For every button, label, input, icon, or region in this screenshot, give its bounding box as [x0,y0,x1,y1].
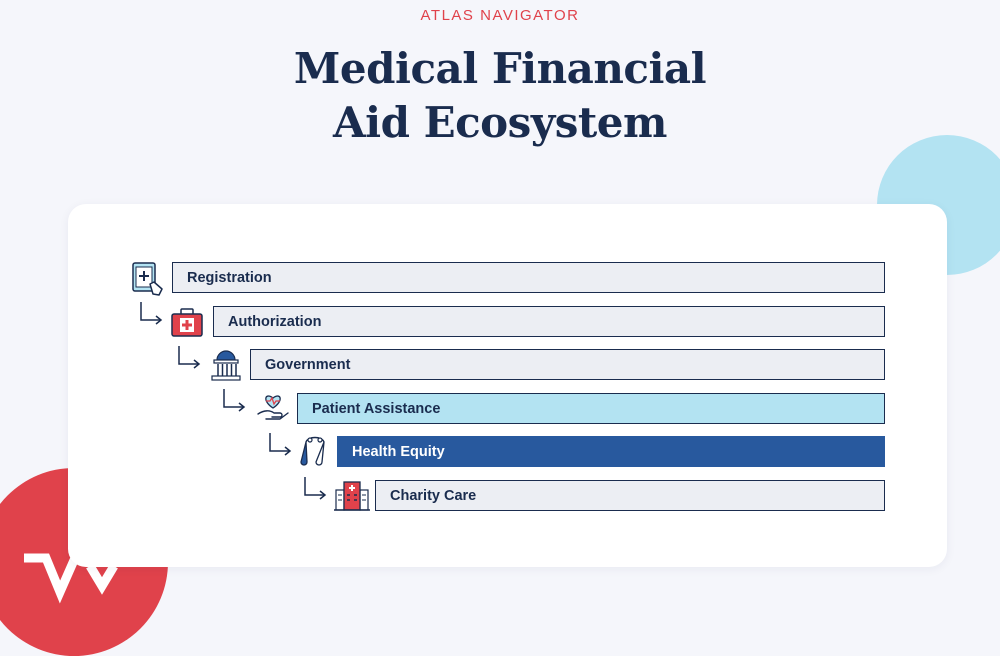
page-title: Medical Financial Aid Ecosystem [0,42,1000,150]
stethoscope-icon [300,436,325,466]
branch-arrow-icon [140,302,163,325]
title-line-1: Medical Financial [293,44,707,93]
branch-arrow-icon [178,346,201,369]
tree-item-government[interactable]: Government [250,349,885,380]
eyebrow-label: ATLAS NAVIGATOR [420,7,580,24]
branch-arrow-icon [223,389,246,412]
tree-item-label: Government [265,356,351,373]
pulse-logo-icon [24,552,118,604]
title-line-2: Aid Ecosystem [333,98,667,147]
tree-card: Registration Authorization Government [68,204,947,567]
tree-item-charity-care[interactable]: Charity Care [375,480,885,511]
tree-item-authorization[interactable]: Authorization [213,306,885,337]
hospital-building-icon [334,481,370,511]
tree-item-label: Registration [187,269,272,286]
hand-heart-icon [257,395,289,420]
mobile-medical-icon [132,262,163,296]
tree-item-patient-assistance[interactable]: Patient Assistance [297,393,885,424]
government-building-icon [211,350,241,381]
first-aid-kit-icon [171,308,203,337]
tree-item-label: Health Equity [352,443,445,460]
tree-item-health-equity[interactable]: Health Equity [337,436,885,467]
branch-arrow-icon [269,433,292,456]
tree-item-label: Charity Care [390,487,477,504]
tree-item-registration[interactable]: Registration [172,262,885,293]
tree-item-label: Authorization [228,313,322,330]
branch-arrow-icon [304,477,327,500]
tree-item-label: Patient Assistance [312,400,441,417]
